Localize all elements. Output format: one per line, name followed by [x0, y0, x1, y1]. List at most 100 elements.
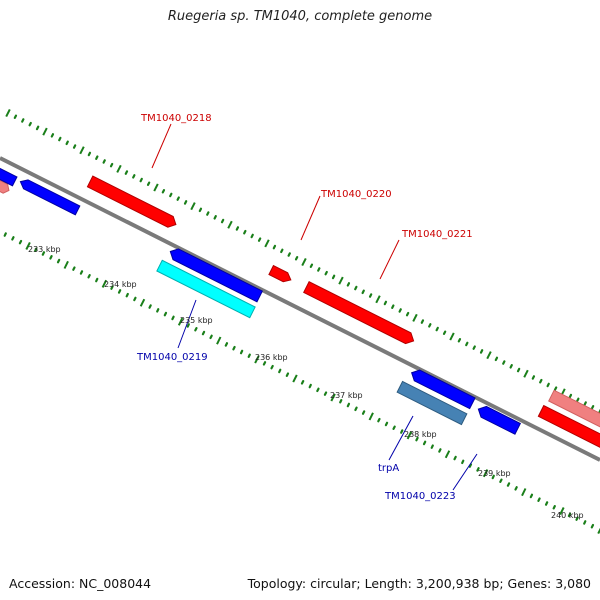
inner-tick-minor	[18, 239, 23, 245]
leader-line-tm1040-0219	[177, 299, 197, 349]
outer-tick-minor	[50, 133, 55, 138]
outer-tick-major	[79, 146, 85, 155]
gene-feature-forward	[537, 404, 600, 453]
inner-tick-major	[597, 527, 600, 535]
inner-tick-minor	[285, 372, 290, 377]
outer-tick-minor	[420, 319, 425, 324]
outer-tick-minor	[220, 218, 225, 224]
scale-label: 234 kbp	[104, 280, 137, 289]
outer-tick-minor	[590, 405, 595, 410]
gene-feature-tm1040-0219[interactable]	[156, 259, 256, 319]
outer-tick-minor	[354, 285, 358, 291]
outer-tick-minor	[13, 114, 18, 120]
leader-line-tm1040-0221	[379, 239, 400, 280]
scale-label: 235 kbp	[180, 316, 213, 325]
outer-tick-minor	[531, 375, 536, 380]
inner-tick-minor	[544, 501, 549, 506]
outer-tick-minor	[428, 323, 432, 328]
inner-tick-major	[139, 298, 146, 307]
inner-tick-minor	[415, 436, 419, 442]
outer-tick-minor	[109, 162, 114, 168]
inner-tick-minor	[239, 349, 244, 355]
outer-tick-minor	[146, 181, 151, 186]
inner-tick-minor	[232, 345, 236, 351]
outer-tick-minor	[176, 196, 180, 201]
inner-tick-minor	[552, 505, 556, 510]
inner-tick-minor	[529, 493, 534, 499]
genome-backbone	[0, 156, 600, 462]
inner-tick-minor	[499, 478, 503, 483]
scale-label: 233 kbp	[28, 245, 61, 254]
outer-tick-minor	[472, 345, 476, 350]
inner-tick-minor	[491, 474, 495, 480]
inner-tick-minor	[468, 463, 473, 468]
inner-tick-major	[101, 279, 108, 288]
outer-tick-major	[301, 257, 307, 267]
gene-label: TM1040_0223	[384, 491, 456, 502]
inner-tick-minor	[361, 410, 366, 415]
inner-tick-major	[292, 374, 298, 383]
inner-tick-minor	[171, 315, 175, 321]
outer-tick-minor	[568, 393, 573, 399]
outer-tick-minor	[272, 244, 277, 250]
inner-tick-minor	[392, 425, 396, 430]
accession-text: Accession: NC_008044	[9, 576, 152, 591]
inner-tick-minor	[430, 444, 434, 449]
inner-tick-major	[177, 317, 184, 326]
inner-tick-major	[25, 241, 31, 250]
inner-tick-minor	[278, 368, 282, 374]
outer-tick-minor	[435, 326, 439, 332]
outer-tick-minor	[479, 349, 484, 354]
outer-tick-minor	[317, 267, 321, 272]
outer-tick-minor	[309, 263, 314, 268]
leader-line-trpa	[388, 415, 414, 461]
inner-tick-major	[254, 355, 260, 364]
inner-tick-major	[406, 431, 413, 440]
inner-tick-minor	[41, 251, 46, 256]
outer-tick-minor	[139, 177, 143, 183]
scale-label: 238 kbp	[404, 430, 437, 439]
map-title: Ruegeria sp. TM1040, complete genome	[167, 9, 433, 24]
inner-tick-minor	[194, 327, 198, 332]
outer-tick-major	[153, 183, 159, 192]
outer-tick-minor	[553, 386, 558, 391]
gene-feature-forward-faded	[548, 389, 600, 435]
leader-line-tm1040-0220	[300, 195, 321, 241]
gene-feature-tm1040-0223[interactable]	[476, 404, 522, 435]
gene-feature-trpa[interactable]	[396, 380, 468, 426]
gene-feature-tm1040-0218[interactable]	[86, 175, 178, 230]
outer-tick-major	[449, 332, 455, 341]
gene-feature-reverse	[410, 369, 476, 410]
outer-tick-minor	[235, 226, 240, 231]
inner-tick-minor	[339, 399, 343, 404]
inner-tick-minor	[163, 311, 168, 317]
outer-tick-minor	[87, 151, 92, 157]
outer-tick-major	[227, 220, 233, 229]
outer-tick-minor	[132, 174, 136, 179]
gene-feature-tm1040-0220[interactable]	[268, 264, 293, 285]
scale-label: 240 kbp	[551, 511, 584, 520]
inner-tick-minor	[3, 232, 7, 237]
outer-tick-minor	[257, 237, 262, 242]
inner-tick-minor	[567, 512, 572, 518]
outer-tick-minor	[206, 211, 210, 216]
scale-label: 237 kbp	[330, 391, 363, 400]
leader-line-tm1040-0218	[151, 123, 172, 169]
inner-tick-minor	[400, 429, 404, 434]
inner-tick-minor	[346, 402, 351, 408]
inner-tick-minor	[506, 482, 511, 487]
gene-feature-tm1040-0221[interactable]	[303, 281, 417, 347]
outer-tick-minor	[102, 159, 106, 164]
inner-tick-minor	[125, 292, 129, 298]
outer-tick-minor	[161, 189, 166, 194]
inner-tick-minor	[262, 361, 267, 366]
outer-tick-major	[338, 276, 344, 285]
outer-tick-minor	[280, 248, 284, 254]
inner-tick-minor	[34, 247, 38, 252]
outer-tick-minor	[213, 215, 217, 220]
gene-feature-forward-faded	[0, 175, 10, 194]
genome-stats-text: Topology: circular; Length: 3,200,938 bp…	[247, 576, 591, 591]
outer-tick-minor	[442, 330, 447, 335]
inner-tick-minor	[590, 523, 595, 529]
